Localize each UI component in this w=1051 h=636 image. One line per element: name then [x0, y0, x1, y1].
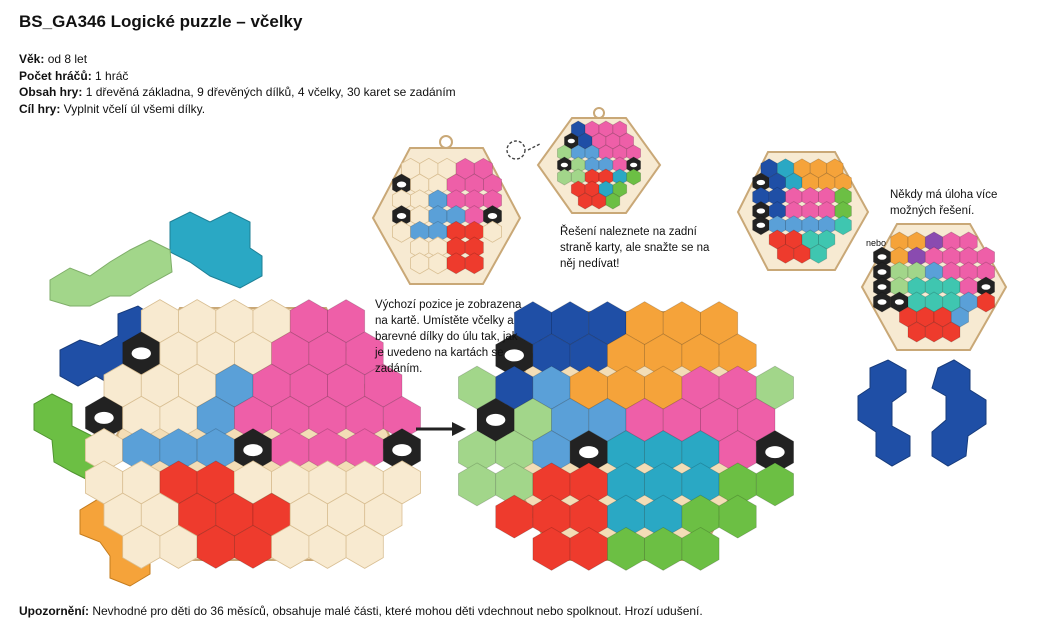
age-label: Věk: [19, 52, 45, 66]
loose-piece-teal [169, 211, 263, 289]
bee-icon [756, 179, 766, 186]
bee-icon [504, 349, 524, 362]
contents-label: Obsah hry: [19, 85, 83, 99]
bee-icon [765, 446, 785, 459]
hex-cell [457, 462, 497, 507]
hex-cell [577, 192, 593, 210]
age-row: Věk: od 8 let [19, 51, 456, 68]
board-start [85, 299, 422, 569]
solution-card [536, 107, 662, 214]
card-alt1-cells [752, 158, 852, 264]
bee-icon [756, 222, 766, 228]
hex-cell [755, 462, 794, 507]
hex-cell [809, 243, 828, 264]
hex-cell [345, 524, 384, 569]
hex-cell [557, 168, 572, 186]
rotate-icon [506, 140, 541, 160]
hex-cell [681, 526, 720, 571]
blue-piece-right-1 [857, 359, 911, 467]
bee-icon [877, 299, 887, 305]
blue-piece-right-2 [931, 359, 987, 467]
warning-body: Nevhodné pro děti do 36 měsíců, obsahuje… [89, 604, 703, 618]
bee-icon [877, 254, 887, 260]
bee-icon [485, 413, 506, 426]
task-card [371, 135, 522, 285]
bee-icon [560, 162, 568, 168]
bee-icon [630, 162, 638, 168]
card-task-cells [391, 157, 503, 275]
contents-value: 1 dřevěná základna, 9 dřevěných dílků, 4… [82, 85, 456, 99]
bee-icon [94, 411, 114, 424]
game-info: Věk: od 8 let Počet hráčů: 1 hráč Obsah … [19, 51, 456, 117]
warning-label: Upozornění: [19, 604, 89, 618]
bee-icon [392, 444, 412, 457]
bee-icon [396, 181, 407, 188]
bee-icon [756, 208, 766, 214]
alt-solution-card-1 [736, 151, 870, 271]
hex-cell [464, 252, 484, 275]
bee-icon [567, 138, 575, 144]
age-value: od 8 let [44, 52, 88, 66]
hex-cell [591, 192, 607, 210]
players-label: Počet hráčů: [19, 68, 92, 83]
hex-cell [718, 494, 757, 539]
goal-row: Cíl hry: Vyplnit včelí úl všemi dílky. [19, 101, 456, 118]
board-solved-cells [457, 301, 794, 571]
page-title: BS_GA346 Logické puzzle – včelky [19, 12, 303, 31]
hex-cell [976, 291, 995, 313]
bee-icon [487, 213, 498, 219]
card-solution-cells [557, 120, 641, 210]
bee-icon [981, 284, 991, 290]
start-caption: Výchozí pozice je zobrazena na kartě. Um… [375, 299, 522, 375]
bee-icon [877, 269, 887, 275]
bee-icon [396, 213, 407, 219]
loose-piece-lightgreen [49, 239, 173, 307]
hex-cell [834, 215, 852, 236]
board-start-cells [85, 299, 422, 569]
solution-caption: Řešení naleznete na zadní straně karty, … [560, 226, 710, 270]
bee-icon [243, 444, 263, 457]
bee-icon [579, 446, 599, 459]
warning-text: Upozornění: Nevhodné pro děti do 36 měsí… [19, 604, 703, 618]
alt-solution-card-2 [860, 223, 1008, 351]
more-solutions-caption: Někdy má úloha více možných řešení. [890, 189, 998, 217]
hex-cell [942, 321, 961, 343]
goal-value: Vyplnit včelí úl všemi dílky. [60, 101, 206, 116]
card-alt2-cells [873, 231, 995, 343]
nebo-label: nebo [866, 238, 887, 248]
goal-label: Cíl hry: [19, 101, 61, 116]
board-solved [457, 301, 794, 571]
players-row: Počet hráčů: 1 hráč [19, 68, 456, 85]
hex-cell [605, 192, 621, 210]
bee-icon [131, 347, 151, 360]
hex-cell [626, 168, 641, 186]
hex-cell [482, 220, 503, 243]
contents-row: Obsah hry: 1 dřevěná základna, 9 dřevěný… [19, 84, 456, 101]
arrow-icon [416, 422, 466, 436]
bee-icon [894, 299, 904, 305]
bee-icon [877, 284, 887, 290]
players-value: 1 hráč [91, 68, 129, 83]
